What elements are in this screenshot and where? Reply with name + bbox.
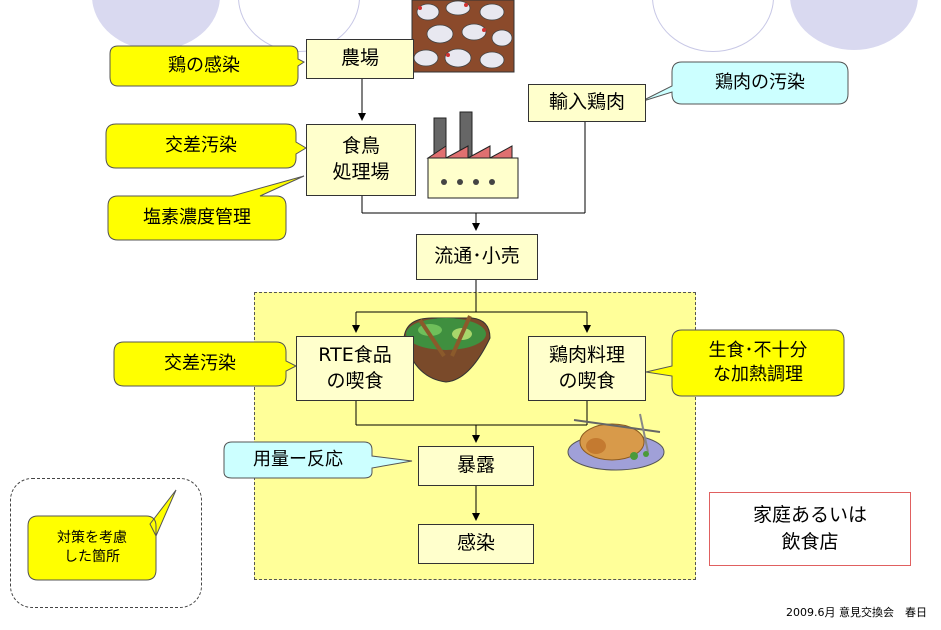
callout-chlorine-control-text: 塩素濃度管理 <box>143 206 251 228</box>
callout-dose-response <box>223 441 413 479</box>
callout-chicken-meat-contamination <box>639 61 849 105</box>
roast-chicken-icon <box>567 413 665 471</box>
callout-chicken-meat-contamination-text: 鶏肉の汚染 <box>715 71 805 93</box>
salad-bowl-icon <box>403 315 491 383</box>
exposure-node: 暴露 <box>418 446 534 486</box>
factory-icon <box>426 111 519 199</box>
imported-chicken-node: 輸入鶏肉 <box>528 84 646 122</box>
legend-text: 対策を考慮 した箇所 <box>57 530 127 565</box>
callout-cross-contamination-rte <box>113 341 298 387</box>
callout-chlorine-control <box>107 175 305 241</box>
callout-chicken-infection-text: 鶏の感染 <box>168 54 240 76</box>
legend-callout <box>27 489 177 581</box>
processing-plant-node: 食鳥 処理場 <box>306 124 416 196</box>
callout-cross-contamination-plant <box>105 123 307 169</box>
rte-food-node: RTE食品 の喫食 <box>296 336 414 401</box>
home-or-restaurant-label: 家庭あるいは 飲食店 <box>709 492 911 566</box>
callout-raw-undercooked <box>645 329 845 397</box>
footer-credit: 2009.6月 意見交換会 春日 <box>786 606 927 619</box>
chicken-dish-node: 鶏肉料理 の喫食 <box>528 336 646 401</box>
callout-chicken-infection <box>109 45 305 87</box>
callout-dose-response-text: 用量ー反応 <box>253 448 343 470</box>
callout-cross-contamination-plant-text: 交差汚染 <box>165 134 237 156</box>
infection-node: 感染 <box>418 524 534 564</box>
callout-raw-undercooked-text: 生食･不十分 な加熱調理 <box>708 339 808 385</box>
distribution-retail-node: 流通･小売 <box>416 234 538 280</box>
chickens-icon <box>411 0 515 73</box>
farm-node: 農場 <box>306 39 414 79</box>
legend-box <box>10 478 202 608</box>
callout-cross-contamination-rte-text: 交差汚染 <box>164 352 236 374</box>
connectors <box>352 79 591 521</box>
